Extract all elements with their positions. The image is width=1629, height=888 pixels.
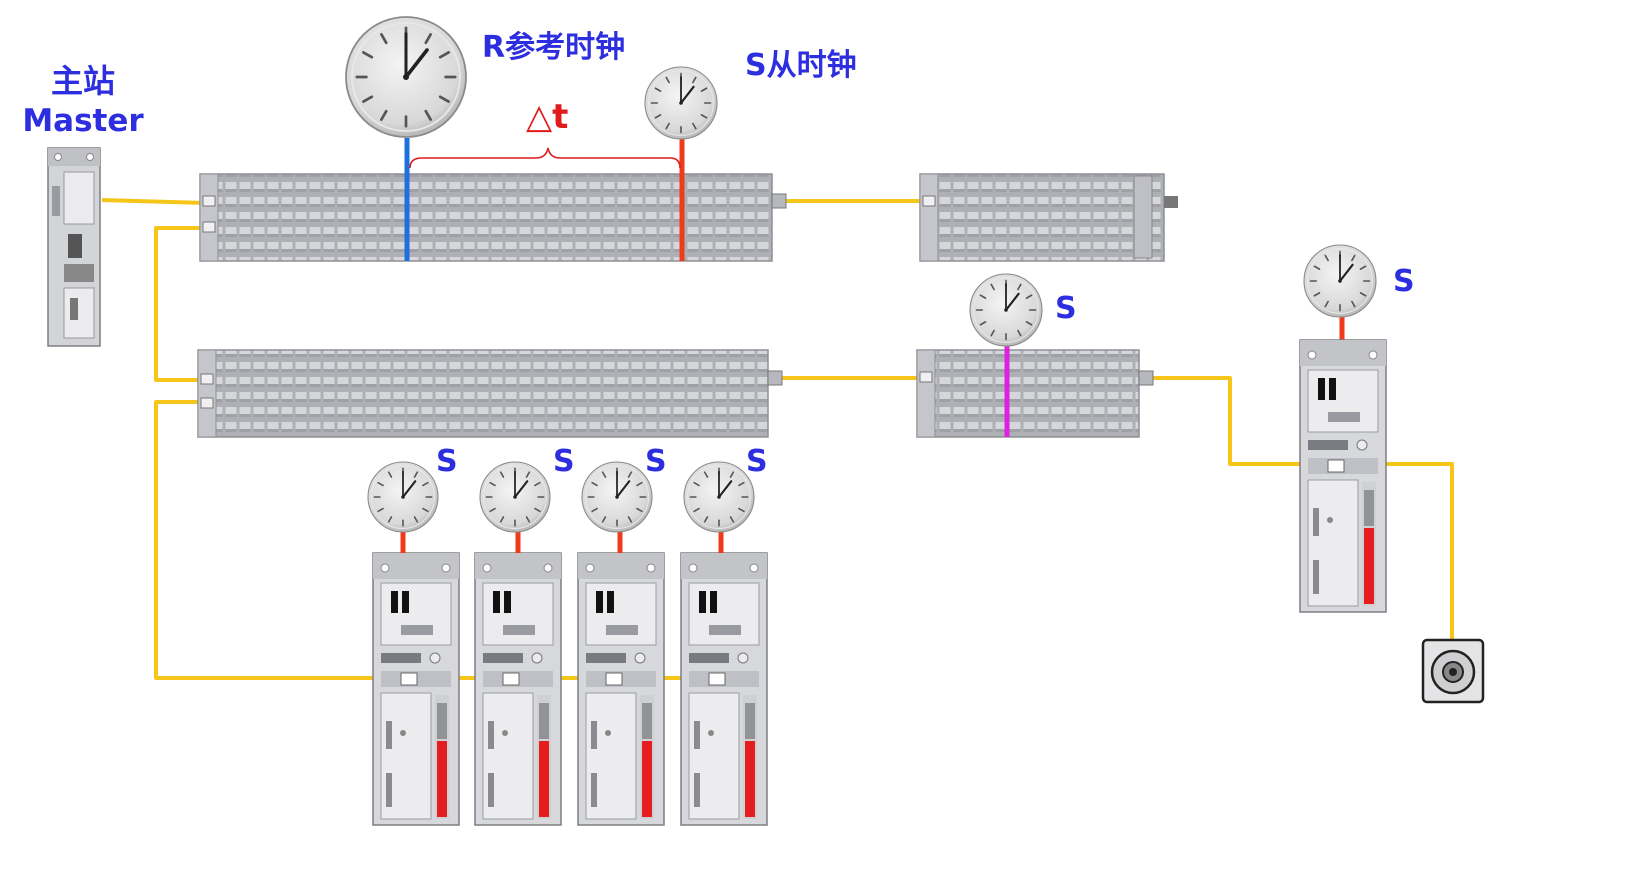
servo-drive-5 (1299, 339, 1387, 613)
servo-drive-2 (474, 552, 562, 826)
ref-clock-label: R参考时钟 (482, 30, 625, 65)
delta-t-brace (409, 147, 681, 169)
clock-icon (346, 17, 466, 137)
servo-drive-1 (372, 552, 460, 826)
cable-drive5-to-motor (1360, 462, 1454, 640)
master-label-en: Master (22, 103, 144, 139)
ethercat-cables (101, 198, 1454, 680)
master-controller (47, 147, 101, 347)
clock-icon (582, 462, 652, 532)
servo-drive-3 (577, 552, 665, 826)
io-rail-4 (916, 349, 1154, 438)
cable-rail1-to-rail2 (154, 226, 206, 382)
delta-t-label: △t (526, 97, 568, 137)
clock-icon (368, 462, 438, 532)
drive-clock-stems (400, 532, 724, 553)
slave-label-drive2: S (553, 444, 575, 479)
io-rail-2 (197, 349, 783, 438)
clock-icon (645, 67, 717, 139)
servo-motor (1421, 638, 1485, 704)
slave-label-drive4: S (746, 444, 768, 479)
cable-rail2-to-drives (154, 400, 410, 680)
io-rail-1 (199, 173, 787, 262)
cable-rail4-to-drive5 (1146, 376, 1335, 466)
io-rail-3 (919, 173, 1178, 262)
servo-drive-4 (680, 552, 768, 826)
cable-master-to-rail1 (101, 198, 207, 205)
clock-icon (1304, 245, 1376, 317)
clock-icon (684, 462, 754, 532)
slave-label-drive1: S (436, 444, 458, 479)
master-label-cn: 主站 (51, 62, 115, 100)
slave-clock-label: S从时钟 (745, 48, 857, 83)
slave-label-drive3: S (645, 444, 667, 479)
clock-icon (480, 462, 550, 532)
slave-label-rail4: S (1055, 291, 1077, 326)
clock-icon (970, 274, 1042, 346)
slave-label-drive5: S (1393, 264, 1415, 299)
